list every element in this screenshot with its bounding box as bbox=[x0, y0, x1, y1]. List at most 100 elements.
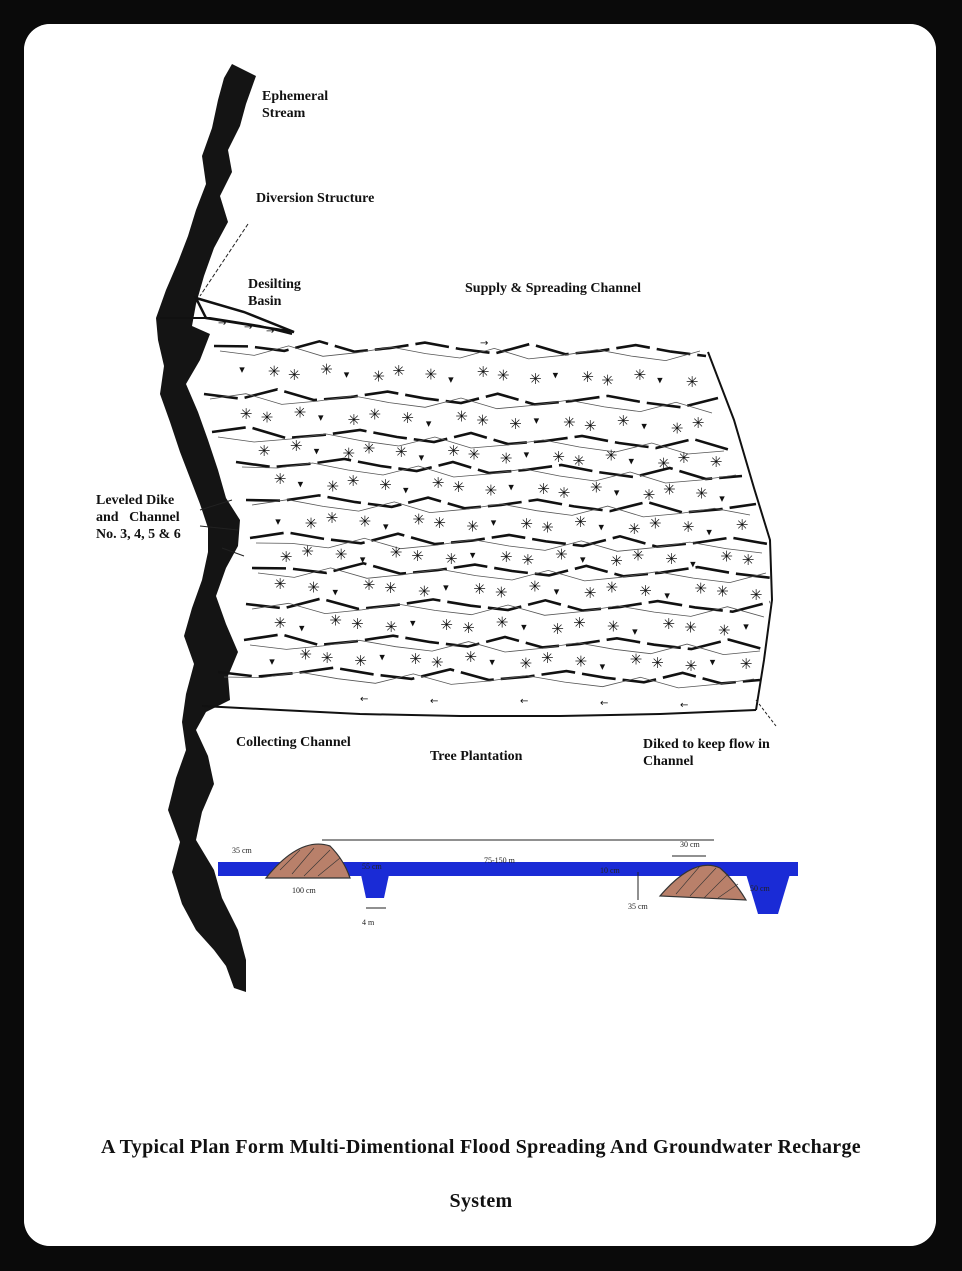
flow-arrow-icon: ← bbox=[360, 694, 368, 705]
caption-line-2: System bbox=[449, 1190, 513, 1212]
dim-10: 10 cm bbox=[600, 866, 620, 875]
dim-50: 50 cm bbox=[750, 884, 770, 893]
tree-asterisk-icon: ✳ bbox=[401, 409, 414, 427]
left-dike-hatch bbox=[279, 847, 341, 877]
tree-asterisk-icon: ✳ bbox=[347, 472, 360, 490]
tree-asterisk-icon: ✳ bbox=[320, 360, 333, 378]
tree-asterisk-icon: ✳ bbox=[431, 654, 444, 672]
dike-channel-row bbox=[217, 666, 761, 685]
right-channel-notch bbox=[746, 874, 790, 914]
tree-asterisk-icon: ✳ bbox=[750, 586, 763, 604]
tree-asterisk-icon: ✳ bbox=[496, 613, 509, 631]
tree-asterisk-icon: ✳ bbox=[720, 548, 733, 566]
tree-asterisk-icon: ✳ bbox=[678, 449, 691, 467]
tree-asterisk-icon: ✳ bbox=[368, 406, 381, 424]
tree-marker-icon: ▾ bbox=[275, 515, 281, 528]
tree-marker-icon: ▾ bbox=[710, 656, 716, 669]
flow-arrow-icon: ← bbox=[520, 696, 528, 707]
desilting-basin-outline bbox=[193, 295, 295, 334]
tree-asterisk-icon: ✳ bbox=[541, 649, 554, 667]
flow-arrow-icon: ← bbox=[680, 700, 688, 711]
tree-marker-icon: ▾ bbox=[470, 549, 476, 562]
collecting-channel-label: Collecting Channel bbox=[236, 735, 351, 750]
tree-marker-icon: ▾ bbox=[599, 521, 605, 534]
flow-arrow-icon: ← bbox=[430, 696, 438, 707]
dim-4m: 4 m bbox=[362, 918, 375, 927]
tree-asterisk-icon: ✳ bbox=[433, 514, 446, 532]
caption-line-1: A Typical Plan Form Multi-Dimentional Fl… bbox=[101, 1136, 861, 1158]
diked-leader-line bbox=[755, 699, 777, 727]
tree-asterisk-icon: ✳ bbox=[392, 362, 405, 380]
tree-asterisk-icon: ✳ bbox=[610, 552, 623, 570]
tree-asterisk-icon: ✳ bbox=[411, 547, 424, 565]
tree-asterisk-icon: ✳ bbox=[628, 520, 641, 538]
tree-asterisk-icon: ✳ bbox=[558, 484, 571, 502]
tree-asterisk-icon: ✳ bbox=[476, 411, 489, 429]
tree-asterisk-icon: ✳ bbox=[716, 583, 729, 601]
tree-marker-icon: ▾ bbox=[299, 621, 305, 634]
tree-asterisk-icon: ✳ bbox=[425, 365, 438, 383]
tree-marker-icon: ▾ bbox=[314, 445, 320, 458]
tree-asterisk-icon: ✳ bbox=[348, 411, 361, 429]
tree-asterisk-icon: ✳ bbox=[649, 515, 662, 533]
tree-asterisk-icon: ✳ bbox=[573, 452, 586, 470]
left-dike-mound bbox=[264, 843, 351, 879]
tree-asterisk-icon: ✳ bbox=[299, 645, 312, 663]
tree-asterisk-icon: ✳ bbox=[684, 618, 697, 636]
channel-thin-line bbox=[223, 671, 755, 689]
dim-35-right: 35 cm bbox=[628, 902, 648, 911]
tree-asterisk-icon: ✳ bbox=[581, 368, 594, 386]
channel-thin-line bbox=[209, 393, 713, 414]
cross-section bbox=[218, 839, 798, 914]
tree-marker-icon: ▾ bbox=[508, 480, 514, 493]
diked-flow-label: Diked to keep flow in Channel bbox=[643, 737, 770, 769]
channel-thin-line bbox=[251, 602, 765, 618]
tree-asterisk-icon: ✳ bbox=[280, 548, 293, 566]
tree-asterisk-icon: ✳ bbox=[718, 622, 731, 640]
tree-asterisk-icon: ✳ bbox=[294, 403, 307, 421]
tree-asterisk-icon: ✳ bbox=[740, 655, 753, 673]
tree-asterisk-icon: ✳ bbox=[529, 578, 542, 596]
tree-asterisk-icon: ✳ bbox=[632, 547, 645, 565]
tree-marker-icon: ▾ bbox=[318, 411, 324, 424]
tree-asterisk-icon: ✳ bbox=[509, 415, 522, 433]
tree-asterisk-icon: ✳ bbox=[665, 550, 678, 568]
tree-marker-icon: ▾ bbox=[719, 492, 725, 505]
tree-asterisk-icon: ✳ bbox=[573, 614, 586, 632]
dike-channel-row bbox=[213, 339, 707, 358]
dike-channel-row bbox=[251, 561, 773, 580]
tree-asterisk-icon: ✳ bbox=[307, 578, 320, 596]
tree-asterisk-icon: ✳ bbox=[617, 412, 630, 430]
tree-asterisk-icon: ✳ bbox=[584, 584, 597, 602]
tree-asterisk-icon: ✳ bbox=[695, 484, 708, 502]
dike-channel-row bbox=[243, 633, 767, 652]
tree-asterisk-icon: ✳ bbox=[452, 478, 465, 496]
tree-asterisk-icon: ✳ bbox=[663, 481, 676, 499]
tree-asterisk-icon: ✳ bbox=[541, 519, 554, 537]
tree-asterisk-icon: ✳ bbox=[555, 546, 568, 564]
tree-marker-icon: ▾ bbox=[657, 374, 663, 387]
tree-asterisk-icon: ✳ bbox=[321, 649, 334, 667]
field-right-boundary bbox=[707, 351, 774, 711]
tree-asterisk-icon: ✳ bbox=[466, 517, 479, 535]
tree-asterisk-icon: ✳ bbox=[288, 366, 301, 384]
supply-channel-entry bbox=[160, 317, 293, 335]
tree-marker-icon: ▾ bbox=[553, 369, 559, 382]
tree-marker-icon: ▾ bbox=[360, 553, 366, 566]
tree-asterisk-icon: ✳ bbox=[692, 414, 705, 432]
tree-marker-icon: ▾ bbox=[298, 478, 304, 491]
tree-asterisk-icon: ✳ bbox=[301, 542, 314, 560]
tree-asterisk-icon: ✳ bbox=[354, 652, 367, 670]
dim-35-left: 35 cm bbox=[232, 846, 252, 855]
ephemeral-stream-label: Ephemeral Stream bbox=[262, 89, 329, 121]
tree-asterisk-icon: ✳ bbox=[258, 442, 271, 460]
tree-asterisk-icon: ✳ bbox=[412, 510, 425, 528]
dike-channel-row bbox=[249, 531, 769, 549]
ephemeral-stream-shape bbox=[156, 64, 256, 992]
tree-asterisk-icon: ✳ bbox=[686, 373, 699, 391]
tree-asterisk-icon: ✳ bbox=[261, 409, 274, 427]
tree-asterisk-icon: ✳ bbox=[575, 653, 588, 671]
tree-marker-icon: ▾ bbox=[632, 625, 638, 638]
